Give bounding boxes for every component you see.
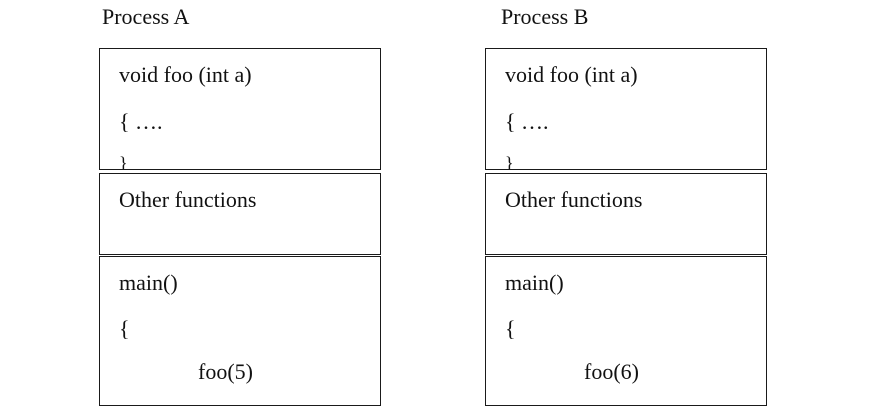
process-a-title: Process A <box>102 4 190 29</box>
process-b-foo-close-brace: } <box>505 153 514 170</box>
process-a-other-functions-box: Other functions <box>99 173 381 255</box>
process-a-foo-signature: void foo (int a) <box>119 62 252 87</box>
process-b-title: Process B <box>501 4 589 29</box>
process-b-foo-open-brace: { …. <box>505 109 549 134</box>
process-b-main-function-box: main() { foo(6) <box>485 256 767 406</box>
process-b-main-open-brace: { <box>505 316 516 341</box>
process-a-main-function-box: main() { foo(5) <box>99 256 381 406</box>
process-a-main-signature: main() <box>119 270 178 295</box>
process-a-foo-open-brace: { …. <box>119 109 163 134</box>
process-a-main-open-brace: { <box>119 316 130 341</box>
process-b-foo-call: foo(6) <box>584 359 639 384</box>
process-a-other-functions-label: Other functions <box>119 187 257 212</box>
process-b-main-signature: main() <box>505 270 564 295</box>
process-b-other-functions-box: Other functions <box>485 173 767 255</box>
process-b-foo-signature: void foo (int a) <box>505 62 638 87</box>
process-a-foo-close-brace: } <box>119 153 128 170</box>
process-b-other-functions-label: Other functions <box>505 187 643 212</box>
process-a-foo-call: foo(5) <box>198 359 253 384</box>
process-a-foo-function-box: void foo (int a) { …. } <box>99 48 381 170</box>
process-b-foo-function-box: void foo (int a) { …. } <box>485 48 767 170</box>
